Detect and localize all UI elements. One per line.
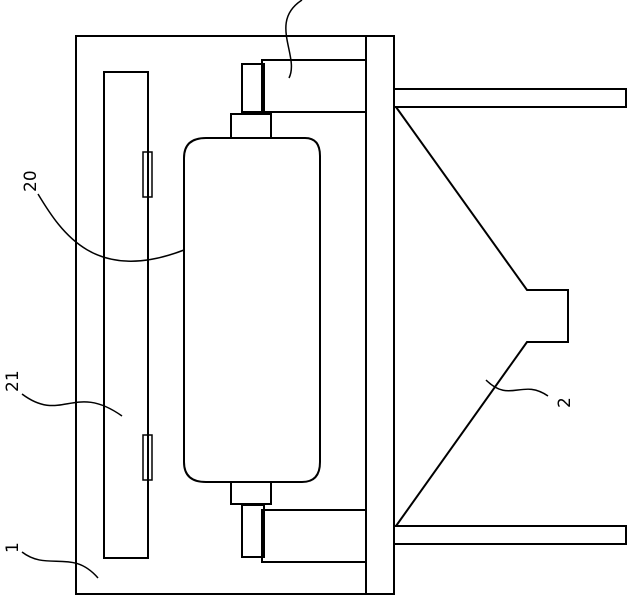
top-mount-base bbox=[241, 63, 265, 113]
label-2: 2 bbox=[555, 397, 575, 408]
leader-line-1 bbox=[21, 551, 99, 579]
top-shaft-collar bbox=[230, 113, 272, 139]
leader-line-2 bbox=[485, 379, 549, 397]
housing-frame bbox=[75, 35, 395, 595]
inner-rail bbox=[103, 71, 149, 559]
label-20: 20 bbox=[21, 170, 41, 192]
bracket-arm-top bbox=[393, 88, 627, 108]
bottom-mount-base bbox=[241, 504, 265, 558]
roller-body bbox=[183, 137, 321, 483]
label-21: 21 bbox=[3, 370, 23, 392]
leader-line-21 bbox=[21, 393, 123, 417]
rail-clip-top bbox=[142, 151, 153, 198]
rail-clip-bottom bbox=[142, 434, 153, 481]
bracket-truss bbox=[395, 106, 569, 527]
leader-line-top bbox=[285, 0, 303, 79]
bottom-shaft-collar bbox=[230, 481, 272, 505]
bracket-arm-bottom bbox=[393, 525, 627, 545]
top-mount-block bbox=[261, 59, 367, 113]
label-1: 1 bbox=[3, 542, 23, 553]
leader-line-20 bbox=[37, 193, 185, 262]
bottom-mount-block bbox=[261, 509, 367, 563]
